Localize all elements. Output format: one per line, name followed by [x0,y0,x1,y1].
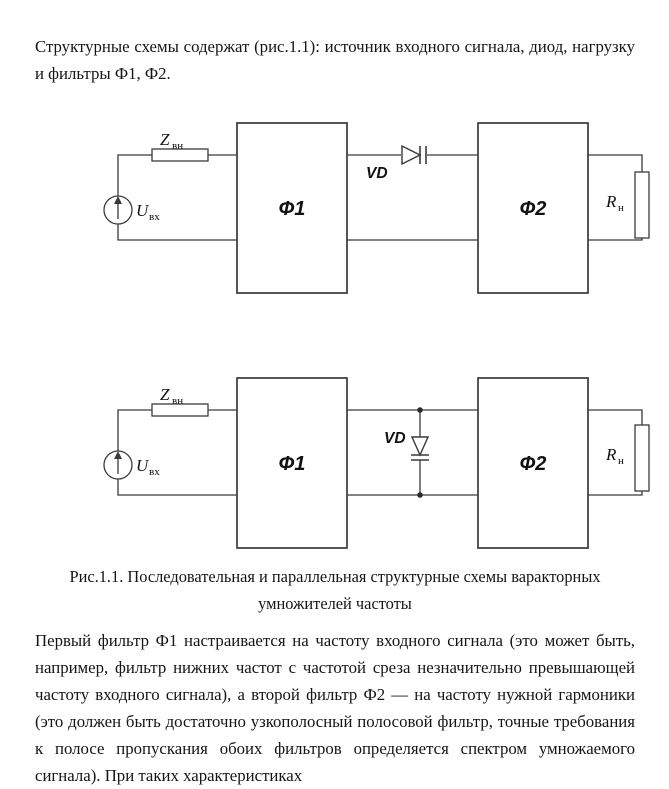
intro-paragraph: Структурные схемы содержат (рис.1.1): ис… [35,37,635,83]
series-wires [117,154,643,241]
load-label: R [605,192,617,211]
impedance-label: Z [160,385,170,404]
internal-impedance-resistor [151,148,209,162]
shunt-varactor-diode-symbol [410,407,430,498]
load-label: R [605,445,617,464]
load-subscript: н [618,455,624,467]
parallel-circuit-diagram: Z вн U вх Ф1 VD Ф2 R н [103,377,650,549]
diode-label: VD [366,165,388,182]
load-resistor [634,424,650,492]
source-voltage-subscript: вх [149,211,160,223]
filter1-label: Ф1 [279,453,306,475]
series-circuit-diagram: Z вн U вх Ф1 VD Ф2 R н [103,122,650,294]
internal-impedance-resistor [151,403,209,417]
figure-caption: Рис.1.1. Последовательная и параллельная… [35,563,635,617]
source-voltage-label: U [136,201,150,220]
series-varactor-diode-symbol [401,144,427,166]
diode-label: VD [384,430,406,447]
impedance-subscript: вн [172,395,183,407]
document-page: Структурные схемы содержат (рис.1.1): ис… [35,37,650,785]
input-source-symbol [103,450,133,480]
impedance-label: Z [160,130,170,149]
load-resistor [634,171,650,239]
junction-dot-bottom [417,492,423,498]
junction-dot-top [417,407,423,413]
filter1-label: Ф1 [279,198,306,220]
source-voltage-label: U [136,456,150,475]
parallel-wires [117,409,643,496]
filter2-label: Ф2 [520,198,547,220]
filter2-label: Ф2 [520,453,547,475]
input-source-symbol [103,195,133,225]
filter2-block [477,377,589,549]
source-arrow-head [114,451,122,459]
impedance-subscript: вн [172,140,183,152]
source-voltage-subscript: вх [149,466,160,478]
filter1-block [236,122,348,294]
load-subscript: н [618,202,624,214]
filter2-block [477,122,589,294]
source-arrow-head [114,196,122,204]
figure-caption-line1: Рис.1.1. Последовательная и параллельная… [69,567,601,586]
figure-caption-line2: умножителей частоты [258,594,412,613]
filter1-block [236,377,348,549]
